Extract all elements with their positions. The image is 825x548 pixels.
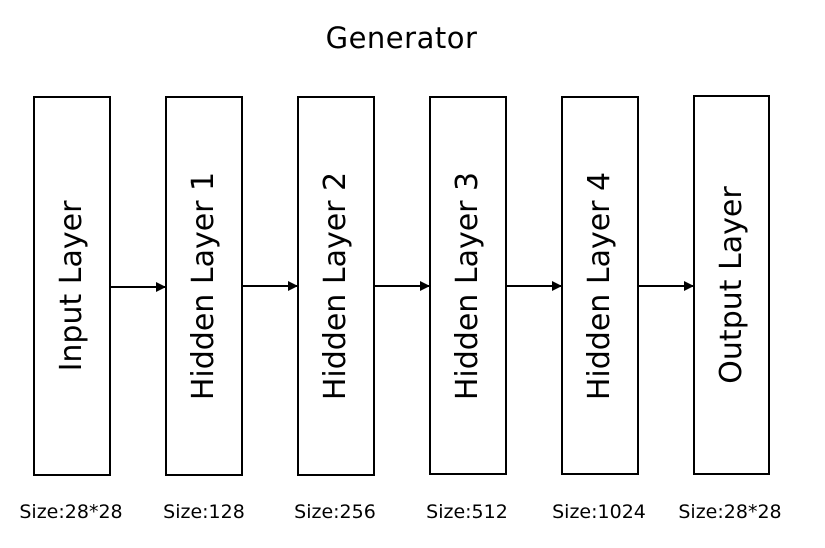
size-label-input: Size:28*28 xyxy=(19,501,123,523)
size-label-hidden-1: Size:128 xyxy=(163,501,245,523)
layer-label: Hidden Layer 3 xyxy=(450,171,485,400)
layer-label: Hidden Layer 1 xyxy=(186,171,221,401)
layer-label: Input Layer xyxy=(54,200,89,372)
layer-hidden-3: Hidden Layer 3 xyxy=(429,96,507,475)
size-label-hidden-2: Size:256 xyxy=(294,501,376,523)
layer-hidden-1: Hidden Layer 1 xyxy=(165,96,243,476)
layer-label: Output Layer xyxy=(713,186,749,384)
layer-output: Output Layer xyxy=(693,95,770,475)
layer-label: Hidden Layer 4 xyxy=(582,171,617,400)
layer-hidden-4: Hidden Layer 4 xyxy=(561,96,639,475)
size-label-output: Size:28*28 xyxy=(678,501,782,523)
diagram-title: Generator xyxy=(325,21,478,55)
layer-label: Hidden Layer 2 xyxy=(318,171,353,401)
size-label-hidden-3: Size:512 xyxy=(426,501,508,523)
layer-input: Input Layer xyxy=(33,96,111,476)
layer-hidden-2: Hidden Layer 2 xyxy=(297,96,375,476)
size-label-hidden-4: Size:1024 xyxy=(552,501,646,523)
